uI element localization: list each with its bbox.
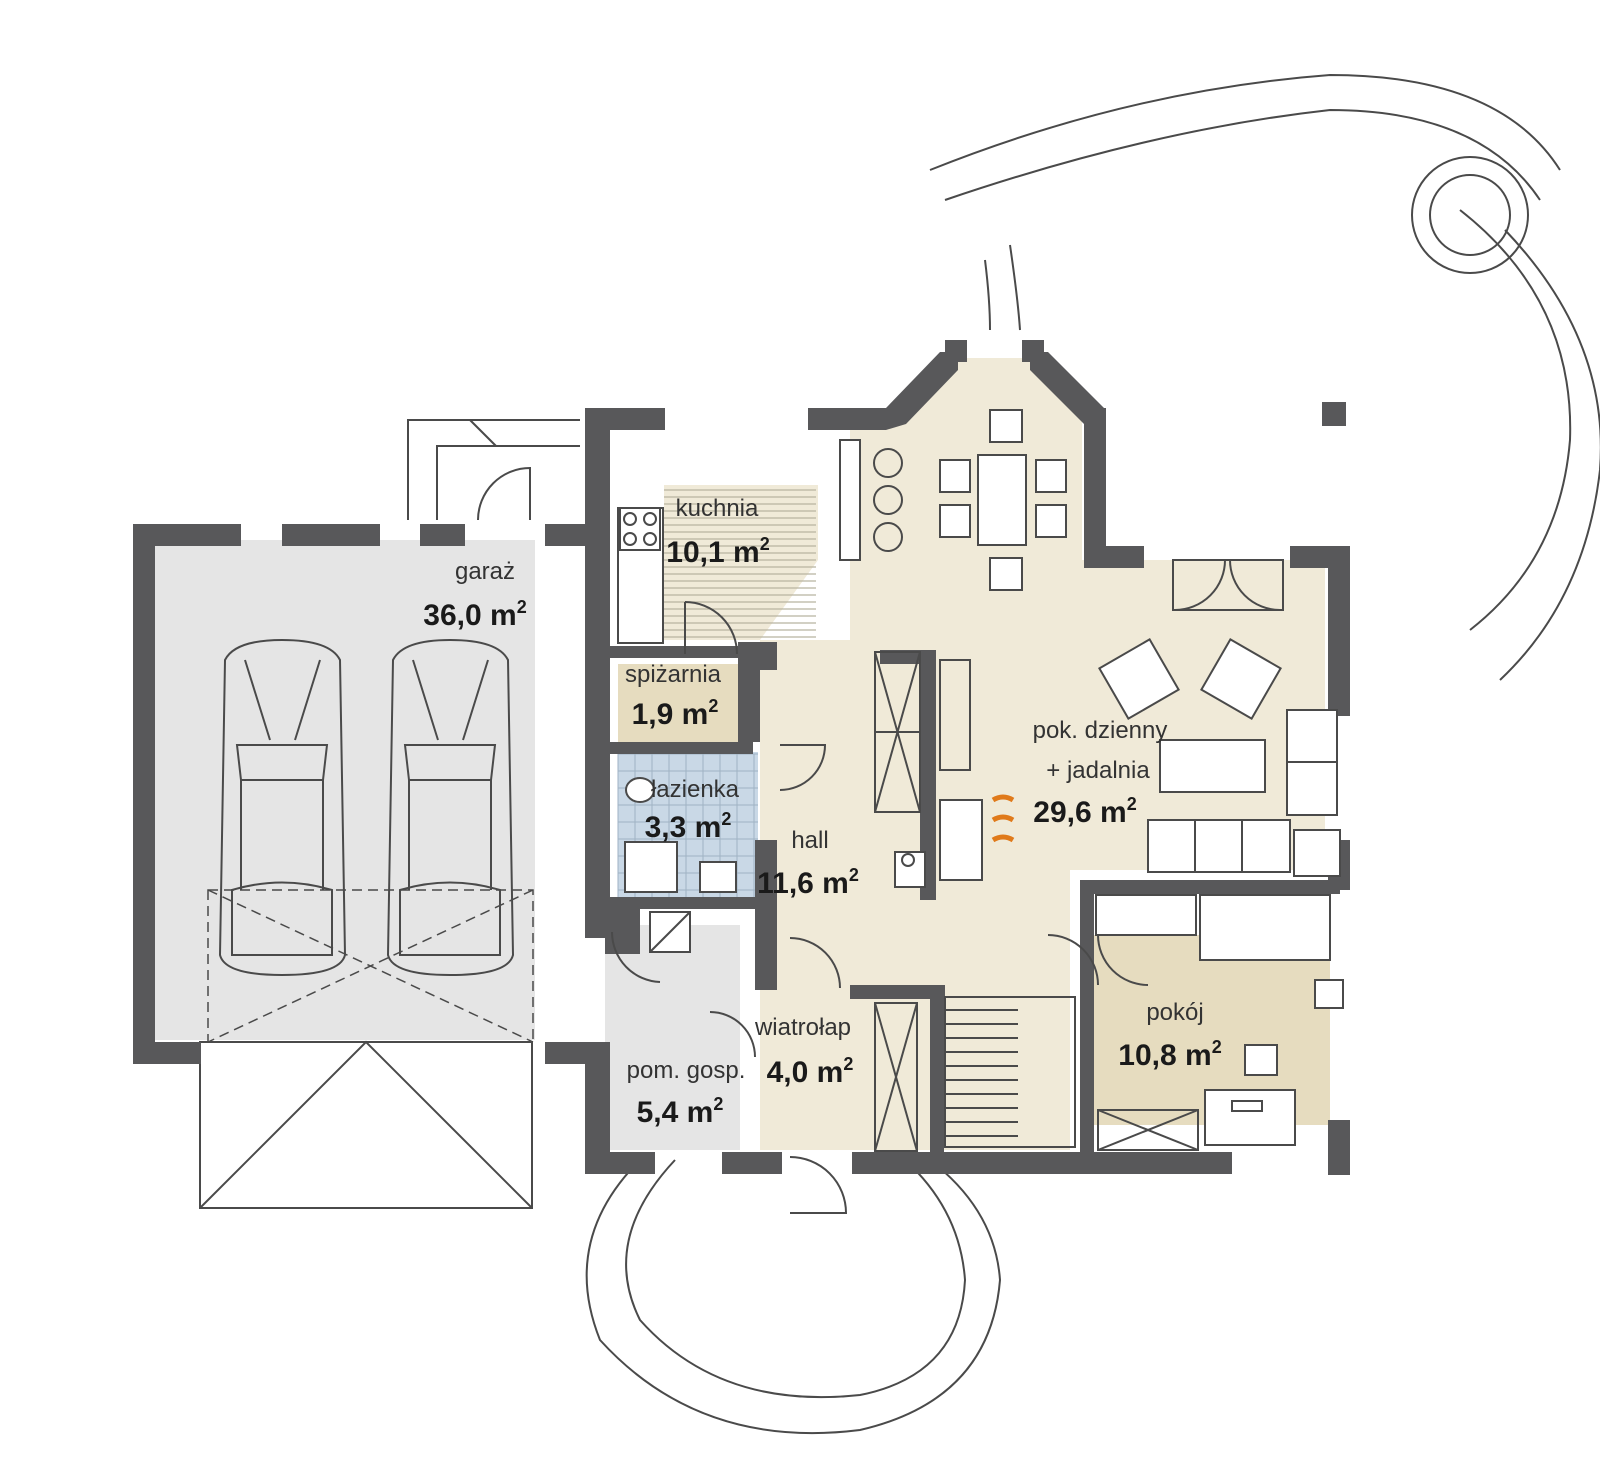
room-name-bathroom: łazienka <box>651 776 740 803</box>
room-name-utility: pom. gosp. <box>627 1057 746 1084</box>
room-area-vestibule: 4,0 m2 <box>767 1054 854 1089</box>
car-icon <box>218 638 347 977</box>
room-name-living-line1: pok. dzienny <box>1033 717 1168 744</box>
toilet-icon <box>625 777 655 803</box>
area-exponent: 2 <box>721 809 731 829</box>
pantry-floor <box>618 664 738 744</box>
garden-pillar <box>1322 402 1346 426</box>
garage-door-swing <box>207 889 534 1043</box>
car-icon <box>386 638 515 977</box>
room-area-bathroom: 3,3 m2 <box>645 809 732 844</box>
room-name-vestibule: wiatrołap <box>754 1014 851 1041</box>
area-exponent: 2 <box>849 865 859 885</box>
room-area-kitchen: 10,1 m2 <box>666 534 769 569</box>
armchair-icon <box>1098 638 1282 720</box>
area-exponent: 2 <box>517 597 527 617</box>
sink-icon <box>699 861 737 893</box>
room-name-pantry: spiżarnia <box>625 661 722 688</box>
area-exponent: 2 <box>713 1094 723 1114</box>
bar-stools <box>873 448 903 552</box>
area-value: 29,6 m <box>1033 796 1126 829</box>
stairs-icon <box>944 996 1076 1148</box>
room-name-kitchen: kuchnia <box>676 495 759 522</box>
walls <box>133 340 1350 1175</box>
coffee-table <box>1159 739 1266 793</box>
area-exponent: 2 <box>843 1054 853 1074</box>
room-name-hall: hall <box>791 827 828 854</box>
area-exponent: 2 <box>1212 1037 1222 1057</box>
kitchen-hatch <box>664 489 816 638</box>
door-swing-icon <box>610 601 1149 1214</box>
area-value: 1,9 m <box>632 698 709 731</box>
kitchen-counter <box>617 439 861 644</box>
utility-floor <box>605 925 740 1150</box>
side-entrance <box>407 419 580 521</box>
washer-icon <box>649 911 691 953</box>
area-value: 3,3 m <box>645 811 722 844</box>
shower-icon <box>624 841 678 893</box>
room-area-utility: 5,4 m2 <box>637 1094 724 1129</box>
area-value: 11,6 m <box>757 867 849 900</box>
area-value: 36,0 m <box>423 599 516 632</box>
garden-circle <box>1411 156 1529 274</box>
room-name-living-line2: + jadalnia <box>1046 757 1150 784</box>
dining-table-icon <box>939 409 1067 591</box>
area-exponent: 2 <box>760 534 770 554</box>
area-exponent: 2 <box>1127 794 1137 814</box>
desk-icon <box>1204 979 1344 1146</box>
stove-icon <box>619 507 661 551</box>
room-area-pokoj: 10,8 m2 <box>1118 1037 1221 1072</box>
room-name-pokoj: pokój <box>1146 999 1203 1026</box>
area-exponent: 2 <box>708 696 718 716</box>
area-value: 5,4 m <box>637 1096 714 1129</box>
room-name-garage: garaż <box>455 558 515 585</box>
hall-wardrobe <box>874 651 971 813</box>
room-area-pantry: 1,9 m2 <box>632 696 719 731</box>
bed-icon <box>1199 894 1331 961</box>
terrace-door <box>1172 559 1284 611</box>
sofa-icon <box>1147 709 1341 877</box>
area-value: 10,1 m <box>666 536 759 569</box>
pokoj-wardrobe <box>1095 894 1199 1151</box>
desk-lamp <box>1231 1100 1263 1112</box>
area-value: 10,8 m <box>1118 1039 1211 1072</box>
room-area-living: 29,6 m2 <box>1033 794 1136 829</box>
area-value: 4,0 m <box>767 1056 844 1089</box>
garden-paths <box>585 73 1600 1435</box>
room-area-garage: 36,0 m2 <box>423 597 526 632</box>
room-area-hall: 11,6 m2 <box>757 865 859 900</box>
living-floor <box>760 358 1325 1150</box>
fireplace-icon <box>894 794 1015 888</box>
vestibule-wardrobe <box>874 1002 918 1152</box>
driveway <box>199 1040 533 1209</box>
